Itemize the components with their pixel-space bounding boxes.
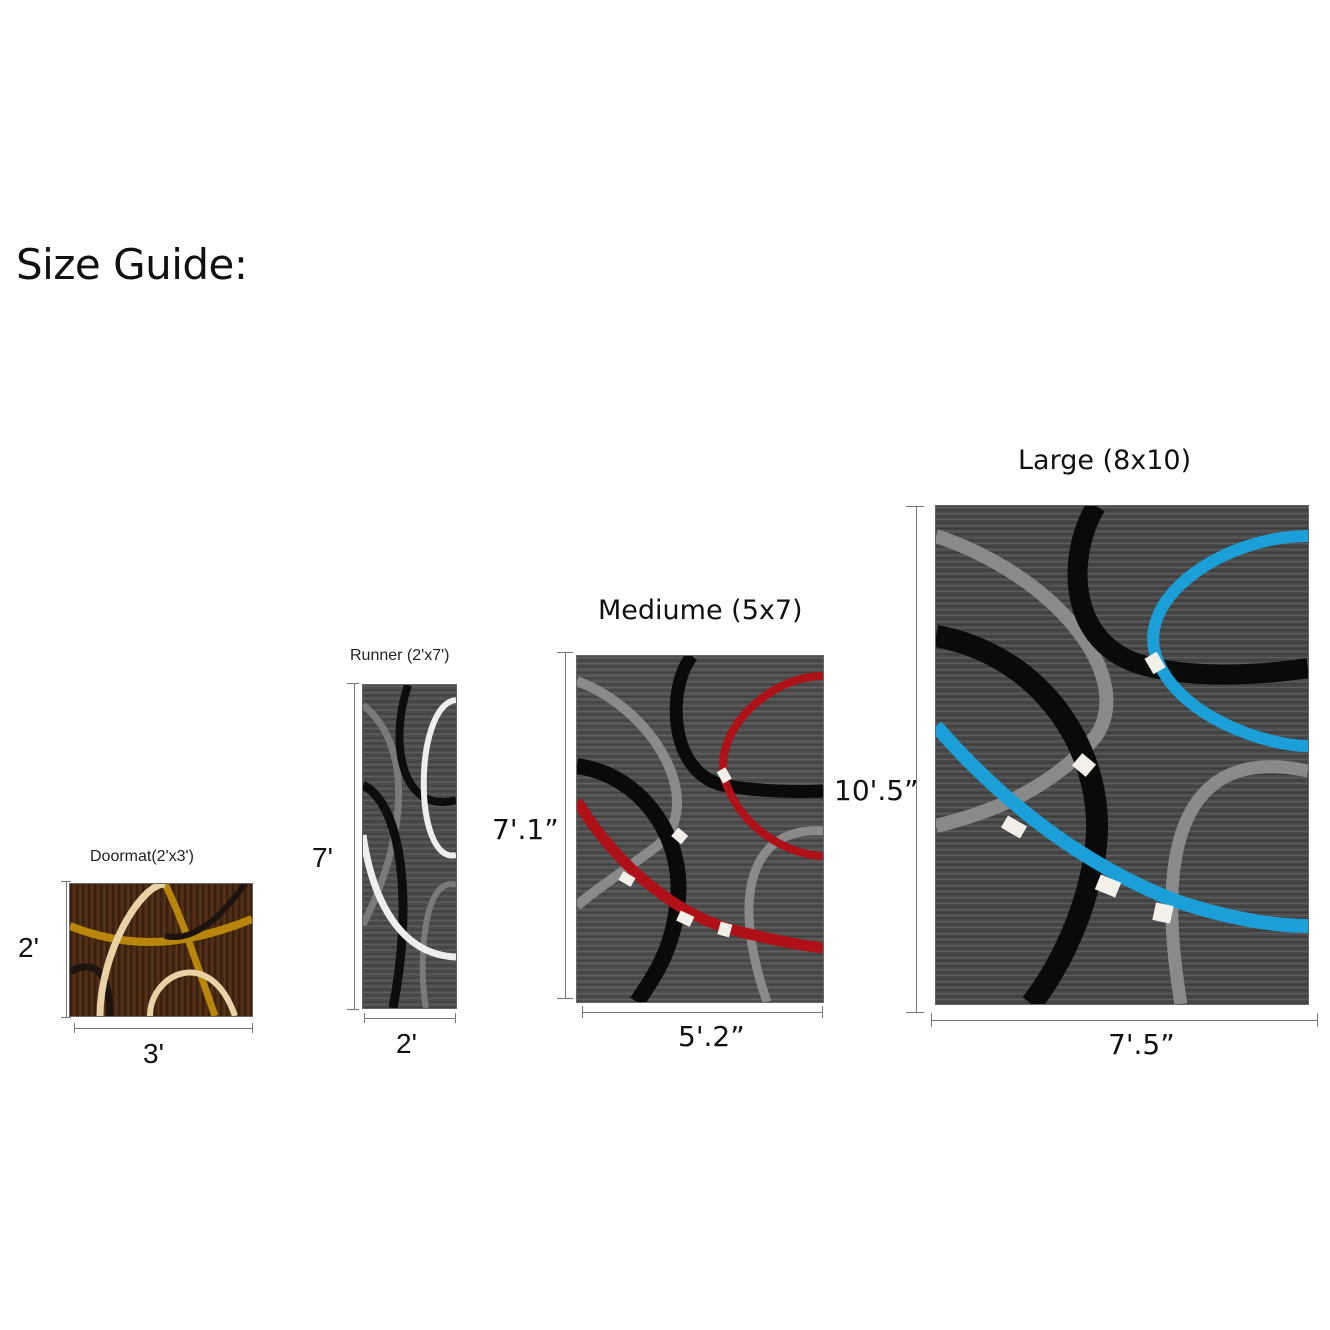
page-title: Size Guide:: [16, 240, 248, 289]
medium-label: Mediume (5x7): [598, 595, 803, 626]
doormat-label: Doormat(2'x3'): [90, 848, 194, 865]
tick: [906, 1012, 924, 1013]
tick: [347, 683, 359, 684]
tick: [364, 1013, 365, 1023]
tick: [822, 1006, 823, 1018]
large-label: Large (8x10): [1018, 445, 1192, 476]
tick: [1317, 1013, 1318, 1027]
medium-width-line: [582, 1012, 822, 1013]
large-rug-image: [936, 506, 1308, 1004]
tick: [455, 1013, 456, 1023]
tick: [906, 506, 924, 507]
runner-height: 7': [312, 842, 333, 873]
tick: [74, 1023, 75, 1033]
tick: [347, 1009, 359, 1010]
runner-height-line: [354, 683, 355, 1009]
large-height-line: [916, 506, 917, 1012]
runner-rug-image: [363, 685, 456, 1008]
tick: [931, 1013, 932, 1027]
medium-height: 7'.1”: [492, 813, 559, 846]
medium-width: 5'.2”: [678, 1020, 745, 1053]
tick: [61, 1017, 71, 1018]
doormat-height-line: [66, 881, 67, 1017]
doormat-width-line: [74, 1028, 252, 1029]
runner-width-line: [364, 1018, 456, 1019]
tick: [61, 881, 71, 882]
tick: [557, 998, 573, 999]
doormat-rug-image: [70, 884, 252, 1016]
large-width-line: [931, 1020, 1317, 1021]
medium-rug-image: [577, 656, 823, 1002]
medium-height-line: [565, 652, 566, 998]
tick: [582, 1006, 583, 1018]
doormat-height: 2': [18, 932, 39, 963]
tick: [557, 652, 573, 653]
doormat-width: 3': [143, 1038, 164, 1069]
runner-width: 2': [396, 1028, 417, 1059]
large-width: 7'.5”: [1108, 1028, 1175, 1061]
large-height: 10'.5”: [834, 774, 919, 807]
tick: [252, 1023, 253, 1033]
runner-label: Runner (2'x7'): [350, 647, 450, 664]
